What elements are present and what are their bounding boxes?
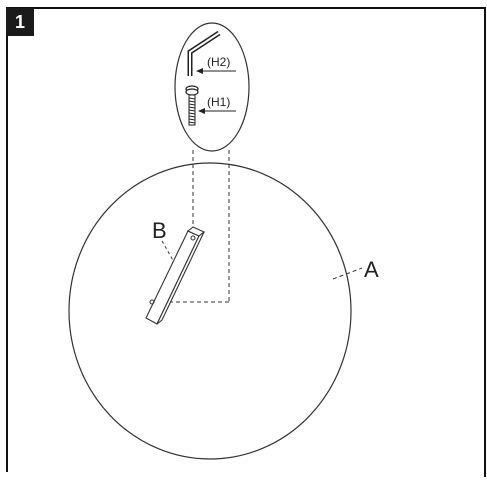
label-a-leader — [332, 267, 363, 280]
hardware-callout-bubble — [174, 22, 250, 152]
label-a: A — [364, 257, 379, 282]
h2-arrow-head — [196, 68, 203, 74]
bracket-b — [145, 226, 206, 325]
label-b-leader — [161, 240, 175, 263]
h1-arrow-head — [198, 108, 205, 114]
label-h2: (H2) — [207, 55, 230, 69]
table-top-circle — [68, 162, 352, 460]
label-h1: (H1) — [207, 95, 230, 109]
bolt-icon — [185, 85, 199, 126]
allen-key-icon — [187, 30, 221, 76]
bracket-hole-bottom — [149, 299, 155, 305]
bracket-hole-top — [190, 235, 196, 241]
label-b: B — [152, 218, 167, 243]
step-number-badge: 1 — [6, 8, 34, 36]
